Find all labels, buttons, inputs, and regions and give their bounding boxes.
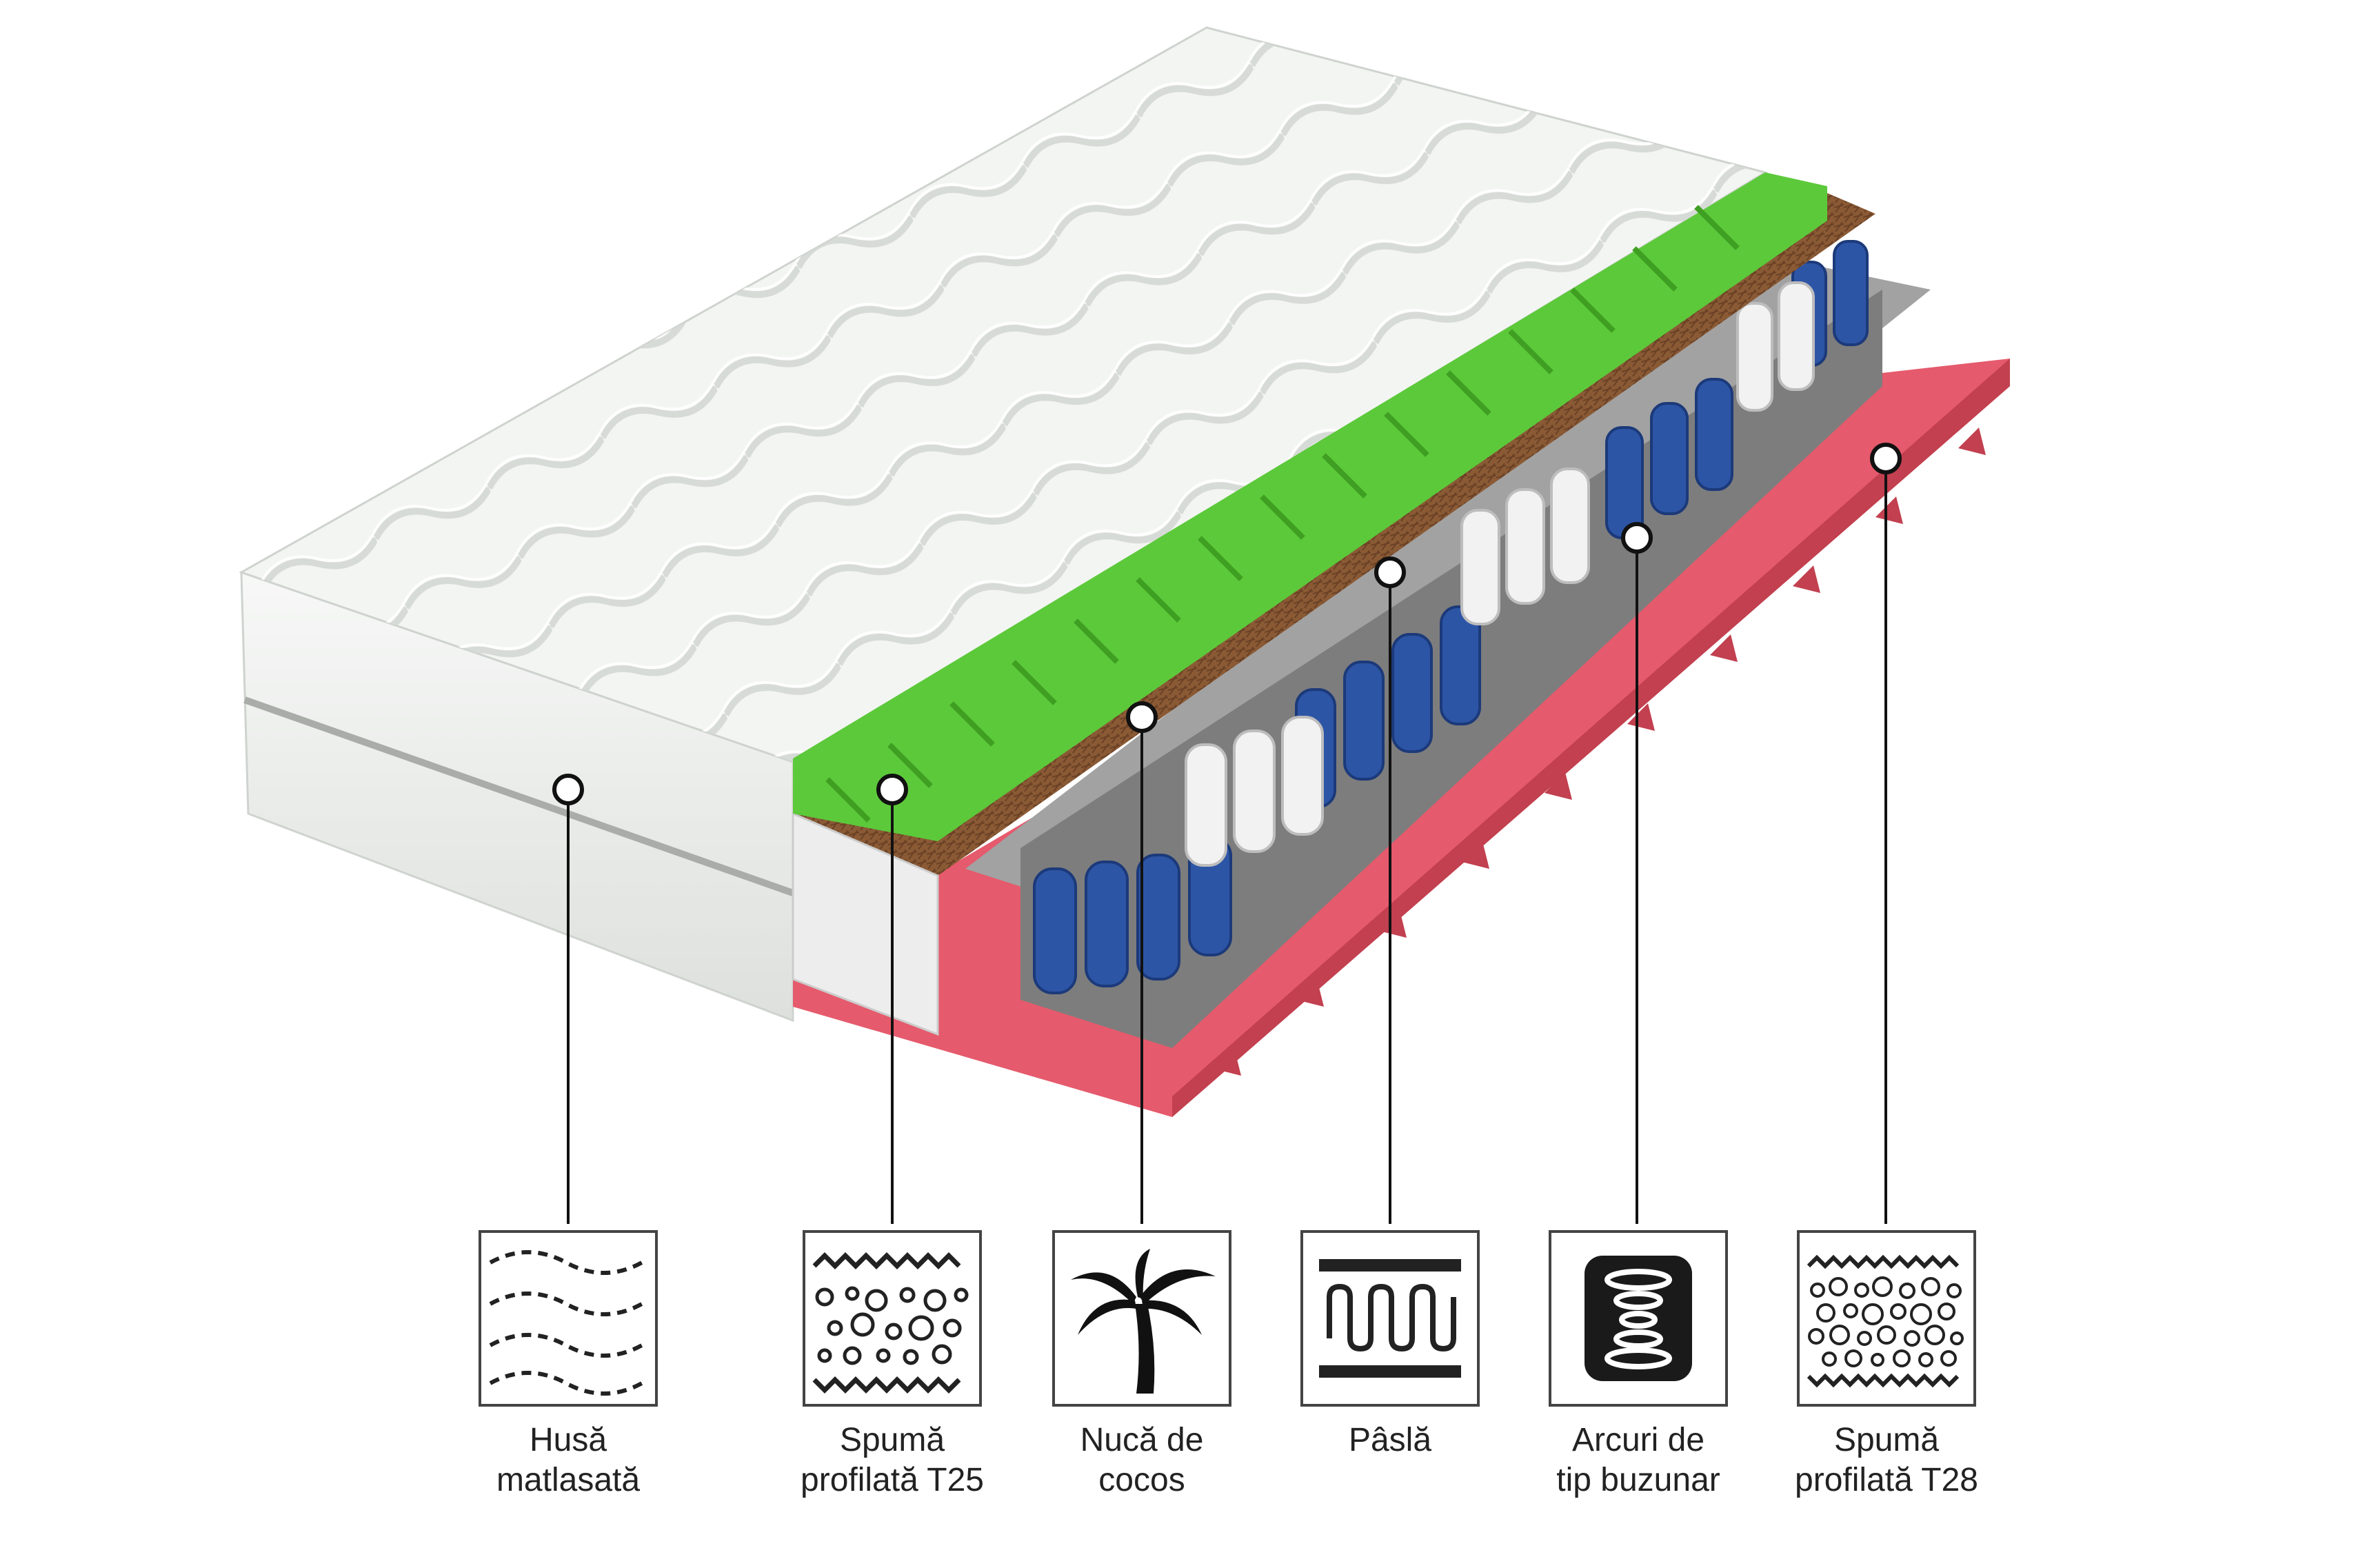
label-foam-t28: Spumă profilată T28 xyxy=(1742,1420,2031,1500)
icon-boxes xyxy=(479,1230,1976,1407)
marker-cover xyxy=(552,774,584,805)
label-cover-line2: matlasată xyxy=(496,1462,641,1498)
label-foam-t25-line1: Spumă xyxy=(839,1422,945,1458)
base-foam-ridges xyxy=(1214,428,1986,1076)
layer-markers xyxy=(552,443,1902,805)
label-coconut: Nucă de cocos xyxy=(997,1420,1287,1500)
cover-seam xyxy=(243,696,794,896)
base-foam-t28-edge xyxy=(1172,359,2010,1117)
label-foam-t28-line1: Spumă xyxy=(1833,1422,1940,1458)
label-felt: Pâslă xyxy=(1245,1420,1535,1460)
pocket-springs xyxy=(1033,240,1869,994)
marker-pocket-springs xyxy=(1621,522,1653,554)
palm-tree-icon xyxy=(1052,1230,1231,1407)
profiled-foam-dense-icon xyxy=(1797,1230,1976,1407)
label-pocket-springs: Arcuri de tip buzunar xyxy=(1493,1420,1783,1500)
green-foam-t25 xyxy=(793,172,1827,841)
quilted-cover-icon xyxy=(479,1230,658,1407)
marker-coconut xyxy=(1126,701,1158,733)
marker-foam-t28 xyxy=(1870,443,1902,474)
label-foam-t25: Spumă profilată T25 xyxy=(747,1420,1037,1500)
mattress xyxy=(239,26,2010,1117)
green-foam-profile xyxy=(825,205,1740,823)
label-coconut-line2: cocos xyxy=(1098,1462,1185,1498)
profiled-foam-icon xyxy=(803,1230,982,1407)
leader-lines xyxy=(567,459,1887,1224)
edge-foam-block xyxy=(792,812,939,1036)
marker-felt xyxy=(1374,556,1406,588)
label-cover-line1: Husă xyxy=(529,1422,607,1458)
label-foam-t28-line2: profilată T28 xyxy=(1795,1462,1978,1498)
pocket-spring-icon xyxy=(1549,1230,1728,1407)
label-cover: Husă matlasată xyxy=(423,1420,713,1500)
felt-icon xyxy=(1300,1230,1480,1407)
label-pocket-springs-line1: Arcuri de xyxy=(1571,1422,1705,1458)
label-coconut-line1: Nucă de xyxy=(1080,1422,1204,1458)
label-pocket-springs-line2: tip buzunar xyxy=(1556,1462,1720,1498)
label-felt-line1: Pâslă xyxy=(1348,1422,1432,1458)
marker-foam-t25 xyxy=(876,774,908,805)
label-foam-t25-line2: profilată T25 xyxy=(801,1462,984,1498)
